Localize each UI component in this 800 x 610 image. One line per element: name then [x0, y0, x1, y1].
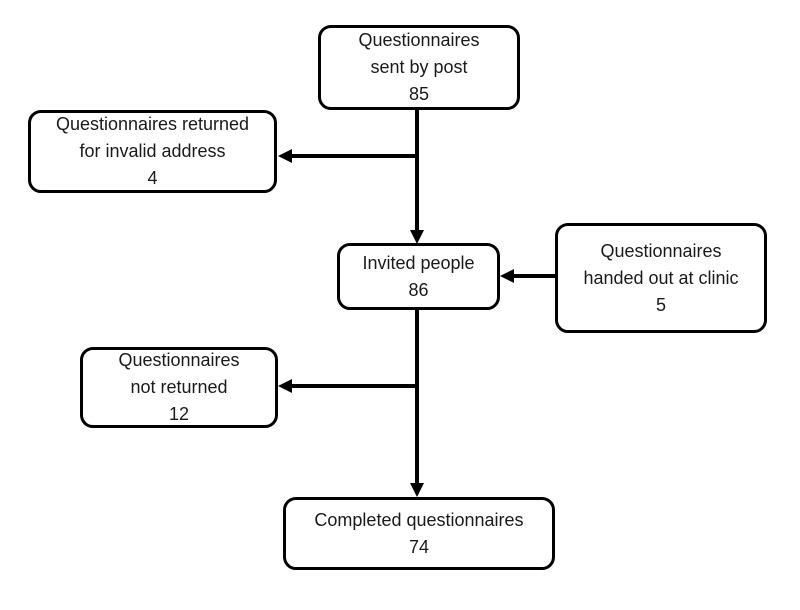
edge-sent-to-invalid [278, 149, 419, 163]
node-completed-questionnaires: Completed questionnaires 74 [283, 497, 555, 570]
node-invited-people: Invited people 86 [337, 243, 500, 310]
node-handed-out-at-clinic: Questionnaires handed out at clinic 5 [555, 223, 767, 333]
node-label: Questionnaires not returned [118, 350, 240, 397]
node-label: Questionnaires sent by post [358, 30, 480, 77]
node-label: Completed questionnaires [314, 509, 524, 530]
node-count: 12 [168, 404, 190, 424]
node-not-returned: Questionnaires not returned 12 [80, 347, 278, 428]
node-returned-invalid-address: Questionnaires returned for invalid addr… [28, 110, 277, 193]
edge-invited-to-notreturned [278, 379, 419, 393]
node-questionnaires-sent-by-post: Questionnaires sent by post 85 [318, 25, 520, 110]
node-count: 85 [408, 84, 430, 104]
node-label: Questionnaires returned for invalid addr… [55, 114, 250, 161]
node-label: Questionnaires handed out at clinic [583, 240, 739, 288]
node-count: 86 [408, 279, 429, 300]
edge-invited-to-completed [410, 309, 424, 497]
edge-clinic-to-invited [500, 269, 556, 283]
edge-sent-to-invited [410, 109, 424, 244]
node-label: Invited people [362, 252, 475, 273]
node-count: 5 [655, 294, 666, 315]
node-count: 74 [408, 536, 430, 557]
node-count: 4 [147, 168, 158, 188]
